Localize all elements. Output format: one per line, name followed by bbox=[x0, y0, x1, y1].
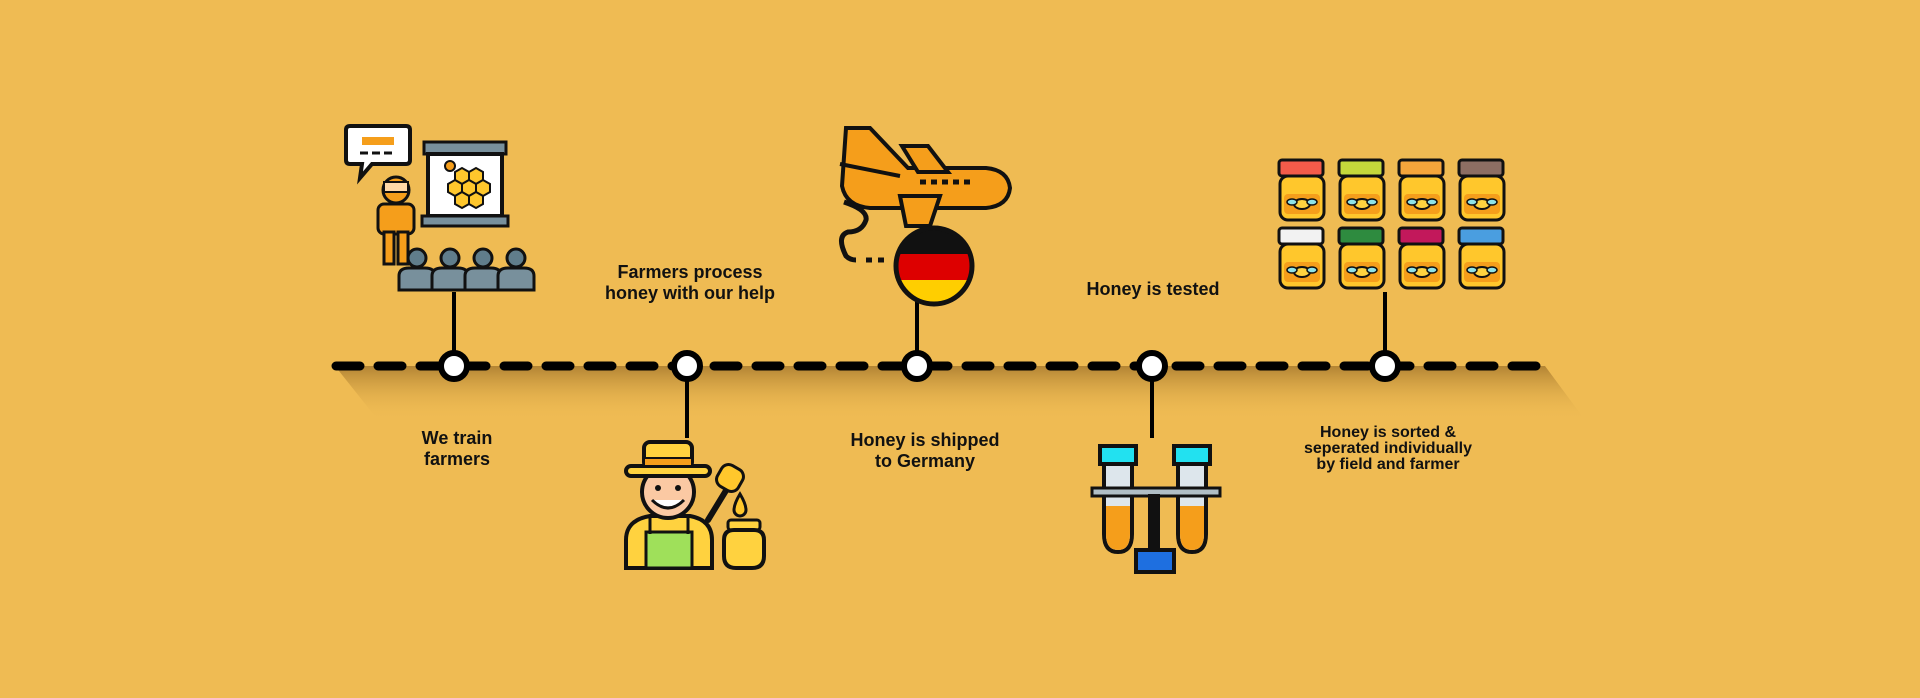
step-2-label: Farmers process honey with our help bbox=[605, 262, 775, 303]
farmer-with-honey-icon bbox=[624, 440, 766, 570]
training-presentation-icon bbox=[344, 124, 536, 292]
timeline-node bbox=[438, 350, 470, 382]
step-1-label: We train farmers bbox=[421, 428, 493, 469]
honey-jar-green-icon bbox=[1337, 226, 1386, 290]
step-4-label: Honey is tested bbox=[1086, 279, 1220, 299]
honey-jar-orange-icon bbox=[1397, 158, 1446, 222]
airplane-germany-flag-icon bbox=[839, 126, 1013, 307]
test-tubes-icon bbox=[1090, 444, 1222, 574]
step-5-label: Honey is sorted & seperated individually… bbox=[1303, 424, 1473, 473]
honey-jar-brown-icon bbox=[1457, 158, 1506, 222]
honey-jar-lime-icon bbox=[1337, 158, 1386, 222]
honey-jar-crimson-icon bbox=[1397, 226, 1446, 290]
timeline-node bbox=[901, 350, 933, 382]
step-3-label: Honey is shipped to Germany bbox=[850, 430, 1000, 471]
timeline-node bbox=[1369, 350, 1401, 382]
honey-jars-icon bbox=[1277, 158, 1506, 290]
honey-jar-white-icon bbox=[1277, 226, 1326, 290]
timeline-shadow bbox=[335, 366, 1585, 420]
honey-jar-blue-icon bbox=[1457, 226, 1506, 290]
timeline-node bbox=[671, 350, 703, 382]
honey-jar-red-icon bbox=[1277, 158, 1326, 222]
timeline-node bbox=[1136, 350, 1168, 382]
